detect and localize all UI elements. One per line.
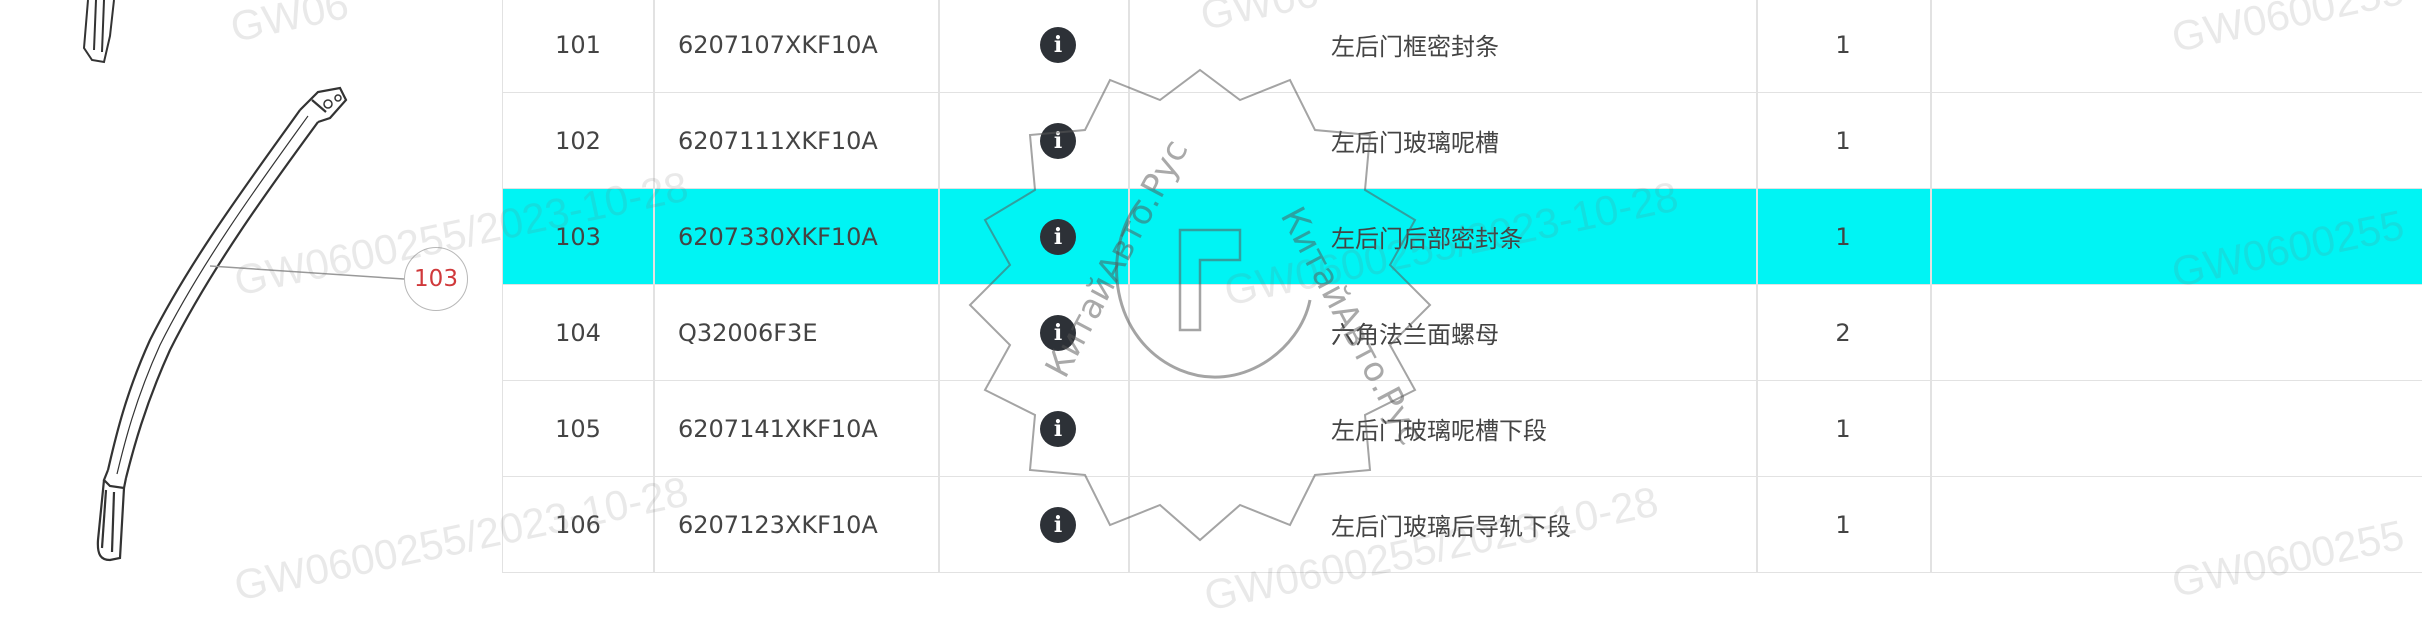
- info-cell: i: [1033, 189, 1083, 284]
- part-quantity: 1: [1835, 30, 1851, 59]
- column-divider: [653, 477, 655, 572]
- column-divider: [653, 93, 655, 188]
- info-cell: i: [1033, 93, 1083, 188]
- column-divider: [1756, 189, 1758, 284]
- column-divider: [1128, 381, 1130, 476]
- parts-table: 101 6207107XKF10A i 左后门框密封条 1 102 6207111XKF10…: [502, 0, 2422, 573]
- column-divider: [1930, 93, 1932, 188]
- info-icon[interactable]: i: [1040, 314, 1076, 351]
- column-divider: [653, 189, 655, 284]
- column-divider: [938, 381, 940, 476]
- column-divider: [938, 0, 940, 92]
- column-divider: [1930, 285, 1932, 380]
- column-divider: [653, 285, 655, 380]
- column-divider: [1930, 477, 1932, 572]
- part-code[interactable]: 6207330XKF10A: [678, 222, 878, 251]
- part-code[interactable]: 6207111XKF10A: [678, 126, 878, 155]
- column-divider: [938, 93, 940, 188]
- info-icon[interactable]: i: [1040, 26, 1076, 63]
- column-divider: [1756, 477, 1758, 572]
- column-divider: [1756, 93, 1758, 188]
- column-divider: [938, 189, 940, 284]
- info-icon[interactable]: i: [1040, 410, 1076, 447]
- column-divider: [1128, 477, 1130, 572]
- part-quantity: 2: [1835, 318, 1851, 347]
- column-divider: [653, 0, 655, 92]
- info-icon[interactable]: i: [1040, 218, 1076, 255]
- column-divider: [1128, 285, 1130, 380]
- info-cell: i: [1033, 477, 1083, 572]
- part-code[interactable]: Q32006F3E: [678, 318, 818, 347]
- column-divider: [1930, 381, 1932, 476]
- part-code[interactable]: 6207123XKF10A: [678, 510, 878, 539]
- info-icon[interactable]: i: [1040, 506, 1076, 543]
- column-divider: [1128, 93, 1130, 188]
- column-divider: [1930, 0, 1932, 92]
- part-quantity: 1: [1835, 126, 1851, 155]
- column-divider: [938, 285, 940, 380]
- column-divider: [1128, 0, 1130, 92]
- info-cell: i: [1033, 381, 1083, 476]
- part-quantity: 1: [1835, 414, 1851, 443]
- part-quantity: 1: [1835, 222, 1851, 251]
- column-divider: [938, 477, 940, 572]
- column-divider: [1756, 381, 1758, 476]
- column-divider: [1756, 285, 1758, 380]
- part-name: 左后门框密封条: [1331, 33, 1499, 61]
- info-cell: i: [1033, 285, 1083, 380]
- row-number: 106: [555, 510, 601, 539]
- part-code[interactable]: 6207107XKF10A: [678, 30, 878, 59]
- row-number: 103: [555, 222, 601, 251]
- column-divider: [653, 381, 655, 476]
- table-row[interactable]: 101 6207107XKF10A i 左后门框密封条 1: [502, 0, 2422, 93]
- info-cell: i: [1033, 0, 1083, 92]
- row-number: 104: [555, 318, 601, 347]
- column-divider: [1930, 189, 1932, 284]
- parts-diagram: 103: [0, 0, 502, 600]
- info-icon[interactable]: i: [1040, 122, 1076, 159]
- row-number: 105: [555, 414, 601, 443]
- row-number: 101: [555, 30, 601, 59]
- part-code[interactable]: 6207141XKF10A: [678, 414, 878, 443]
- part-quantity: 1: [1835, 510, 1851, 539]
- seal-strip-drawing: [82, 0, 405, 562]
- column-divider: [1756, 0, 1758, 92]
- row-number: 102: [555, 126, 601, 155]
- callout-103[interactable]: 103: [404, 247, 468, 311]
- column-divider: [1128, 189, 1130, 284]
